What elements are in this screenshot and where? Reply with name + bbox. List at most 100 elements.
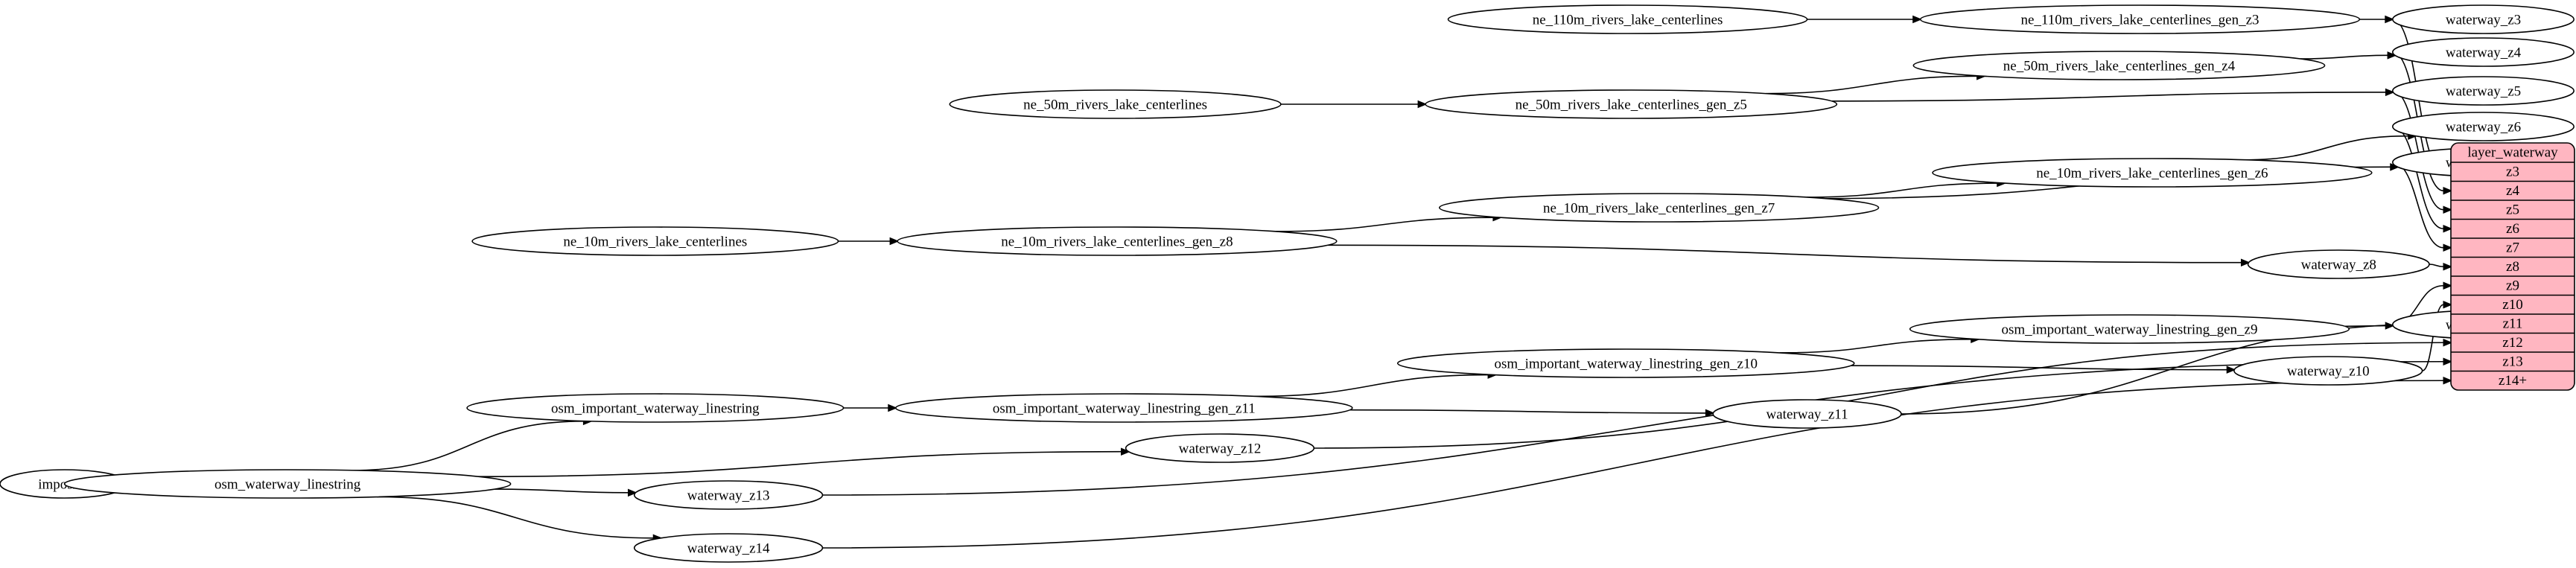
node-ellipse[interactable] <box>1912 51 2326 80</box>
edge-ne_10m_rivers_lake_centerlines_gen_z8-to-waterway_z8 <box>1327 244 2242 264</box>
node-ne_50m_rivers_lake_centerlines[interactable]: ne_50m_rivers_lake_centerlines <box>949 89 1282 119</box>
node-ellipse[interactable] <box>633 480 824 510</box>
edge-arrowhead <box>1705 409 1715 418</box>
edge-arrowhead <box>2385 88 2395 97</box>
node-ellipse[interactable] <box>2392 4 2575 34</box>
node-label: osm_important_waterway_linestring_gen_z9 <box>2001 322 2257 338</box>
edge-waterway_z13-to-layer_waterway-z13 <box>822 360 2444 496</box>
node-ellipse[interactable] <box>471 226 839 256</box>
edge-arrowhead <box>888 403 898 412</box>
node-label: waterway_z12 <box>1179 441 1262 457</box>
node-ne_10m_rivers_lake_centerlines[interactable]: ne_10m_rivers_lake_centerlines <box>471 226 839 256</box>
edge-ne_10m_rivers_lake_centerlines_gen_z8-to-ne_10m_rivers_lake_centerlines_gen_z7 <box>1275 217 1493 232</box>
node-waterway_z3[interactable]: waterway_z3 <box>2392 4 2575 34</box>
edge-waterway_z8-to-layer_waterway-z8 <box>2429 264 2444 268</box>
node-osm_waterway_linestring[interactable]: osm_waterway_linestring <box>63 469 512 499</box>
node-ellipse[interactable] <box>2233 356 2423 386</box>
edge-waterway_z10-to-layer_waterway-z10 <box>2422 304 2444 371</box>
node-ellipse[interactable] <box>897 226 1338 256</box>
node-ellipse[interactable] <box>1396 348 1855 378</box>
node-waterway_z4[interactable]: waterway_z4 <box>2392 37 2575 67</box>
node-osm_important_waterway_linestring[interactable]: osm_important_waterway_linestring <box>466 393 845 423</box>
edge-arrowhead <box>2443 357 2453 366</box>
node-ne_50m_rivers_lake_centerlines_gen_z5[interactable]: ne_50m_rivers_lake_centerlines_gen_z5 <box>1425 89 1838 119</box>
node-label: ne_10m_rivers_lake_centerlines <box>563 234 747 250</box>
edge-arrowhead <box>2385 15 2395 24</box>
edge-arrowhead <box>1121 447 1130 456</box>
node-waterway_z5[interactable]: waterway_z5 <box>2392 76 2575 106</box>
edge-osm_waterway_linestring-to-waterway_z13 <box>494 488 629 494</box>
node-label: ne_50m_rivers_lake_centerlines_gen_z4 <box>2003 59 2236 74</box>
node-label: ne_50m_rivers_lake_centerlines <box>1023 98 1207 113</box>
edge-arrowhead <box>2443 243 2453 252</box>
node-ellipse[interactable] <box>1919 4 2361 34</box>
table-row-z13[interactable]: z13 <box>2502 354 2522 369</box>
table-row-z7[interactable]: z7 <box>2506 240 2519 255</box>
node-ellipse[interactable] <box>1439 193 1880 223</box>
node-waterway_z8[interactable]: waterway_z8 <box>2247 249 2430 279</box>
node-waterway_z6[interactable]: waterway_z6 <box>2392 112 2575 141</box>
node-ne_10m_rivers_lake_centerlines_gen_z7[interactable]: ne_10m_rivers_lake_centerlines_gen_z7 <box>1439 193 1880 223</box>
table-row-z9[interactable]: z9 <box>2506 278 2519 293</box>
edge-arrowhead <box>2443 263 2453 271</box>
node-ne_110m_rivers_lake_centerlines_gen_z3[interactable]: ne_110m_rivers_lake_centerlines_gen_z3 <box>1919 4 2361 34</box>
table-row-z14+[interactable]: z14+ <box>2499 373 2527 389</box>
node-waterway_z11[interactable]: waterway_z11 <box>1712 399 1902 429</box>
node-label: waterway_z10 <box>2287 364 2370 380</box>
table-row-z8[interactable]: z8 <box>2506 259 2519 275</box>
node-ne_10m_rivers_lake_centerlines_gen_z8[interactable]: ne_10m_rivers_lake_centerlines_gen_z8 <box>897 226 1338 256</box>
node-ellipse[interactable] <box>1447 4 1808 34</box>
node-waterway_z10[interactable]: waterway_z10 <box>2233 356 2423 386</box>
node-ellipse[interactable] <box>633 533 824 563</box>
node-ellipse[interactable] <box>2247 249 2430 279</box>
node-waterway_z13[interactable]: waterway_z13 <box>633 480 824 510</box>
node-waterway_z12[interactable]: waterway_z12 <box>1125 433 1315 463</box>
node-ellipse[interactable] <box>894 393 1353 423</box>
node-ne_50m_rivers_lake_centerlines_gen_z4[interactable]: ne_50m_rivers_lake_centerlines_gen_z4 <box>1912 51 2326 80</box>
node-label: waterway_z3 <box>2446 13 2521 28</box>
node-ellipse[interactable] <box>63 469 512 499</box>
node-label: waterway_z14 <box>687 541 770 557</box>
node-ellipse[interactable] <box>2392 37 2575 67</box>
edge-arrowhead <box>2443 301 2453 309</box>
edge-osm_waterway_linestring-to-waterway_z12 <box>478 450 1122 477</box>
node-ellipse[interactable] <box>1909 314 2350 344</box>
edge-arrowhead <box>889 237 900 246</box>
table-row-z5[interactable]: z5 <box>2506 202 2519 217</box>
table-row-z3[interactable]: z3 <box>2506 164 2519 179</box>
node-osm_important_waterway_linestring_gen_z10[interactable]: osm_important_waterway_linestring_gen_z1… <box>1396 348 1855 378</box>
node-osm_important_waterway_linestring_gen_z11[interactable]: osm_important_waterway_linestring_gen_z1… <box>894 393 1353 423</box>
node-ellipse[interactable] <box>1125 433 1315 463</box>
table-row-z12[interactable]: z12 <box>2502 335 2522 351</box>
edge-osm_important_waterway_linestring_gen_z10-to-osm_important_waterway_linestring_gen_z9 <box>1779 338 1971 354</box>
node-ne_110m_rivers_lake_centerlines[interactable]: ne_110m_rivers_lake_centerlines <box>1447 4 1808 34</box>
node-osm_important_waterway_linestring_gen_z9[interactable]: osm_important_waterway_linestring_gen_z9 <box>1909 314 2350 344</box>
node-ellipse[interactable] <box>2392 112 2575 141</box>
table-row-z10[interactable]: z10 <box>2502 297 2522 313</box>
edge-osm_waterway_linestring-to-waterway_z14 <box>376 496 654 539</box>
node-ellipse[interactable] <box>466 393 845 423</box>
node-ellipse[interactable] <box>949 89 1282 119</box>
edge-osm_important_waterway_linestring_gen_z11-to-waterway_z11 <box>1349 409 1706 414</box>
node-ellipse[interactable] <box>1425 89 1838 119</box>
node-label: osm_waterway_linestring <box>214 477 361 493</box>
node-ellipse[interactable] <box>2392 76 2575 106</box>
edge-osm_important_waterway_linestring_gen_z11-to-osm_important_waterway_linestring_gen_z10 <box>1254 374 1489 398</box>
node-label: ne_10m_rivers_lake_centerlines_gen_z8 <box>1001 234 1233 250</box>
edge-arrowhead <box>2443 187 2453 195</box>
table-row-z4[interactable]: z4 <box>2506 183 2519 199</box>
node-ellipse[interactable] <box>1712 399 1902 429</box>
nodes-layer: imposm3osm_waterway_linestringosm_import… <box>0 4 2575 563</box>
edge-arrowhead <box>1912 15 1923 24</box>
table-row-z6[interactable]: z6 <box>2506 221 2519 237</box>
node-ellipse[interactable] <box>1932 158 2373 188</box>
node-waterway_z14[interactable]: waterway_z14 <box>633 533 824 563</box>
edge-arrowhead <box>2240 258 2251 267</box>
edge-ne_50m_rivers_lake_centerlines_gen_z5-to-ne_50m_rivers_lake_centerlines_gen_z4 <box>1766 75 1977 95</box>
edge-waterway_z6-to-layer_waterway-z6 <box>2392 126 2444 230</box>
node-ne_10m_rivers_lake_centerlines_gen_z6[interactable]: ne_10m_rivers_lake_centerlines_gen_z6 <box>1932 158 2373 188</box>
node-label: waterway_z11 <box>1766 407 1848 423</box>
table-row-z11[interactable]: z11 <box>2503 316 2523 331</box>
